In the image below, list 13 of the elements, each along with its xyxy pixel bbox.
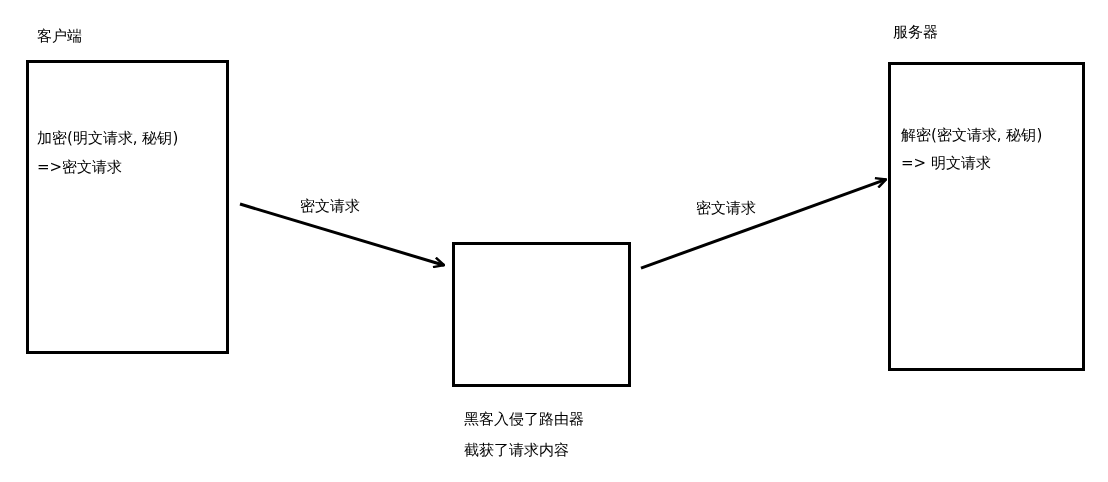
edge-label: 密文请求	[298, 197, 362, 216]
edge-label: 密文请求	[694, 199, 758, 218]
box-heading: 客户端	[37, 27, 82, 45]
arrow	[640, 176, 888, 270]
router-box	[452, 242, 631, 387]
box-text: =>密文请求	[37, 158, 123, 176]
node-label: 黑客入侵了路由器	[464, 410, 584, 428]
box-text: 解密(密文请求, 秘钥)	[901, 126, 1043, 144]
node-label: 截获了请求内容	[464, 441, 569, 459]
box-text: => 明文请求	[901, 154, 991, 172]
box-heading: 服务器	[893, 23, 938, 41]
box-text: 加密(明文请求, 秘钥)	[37, 129, 179, 147]
arrow	[239, 202, 446, 269]
